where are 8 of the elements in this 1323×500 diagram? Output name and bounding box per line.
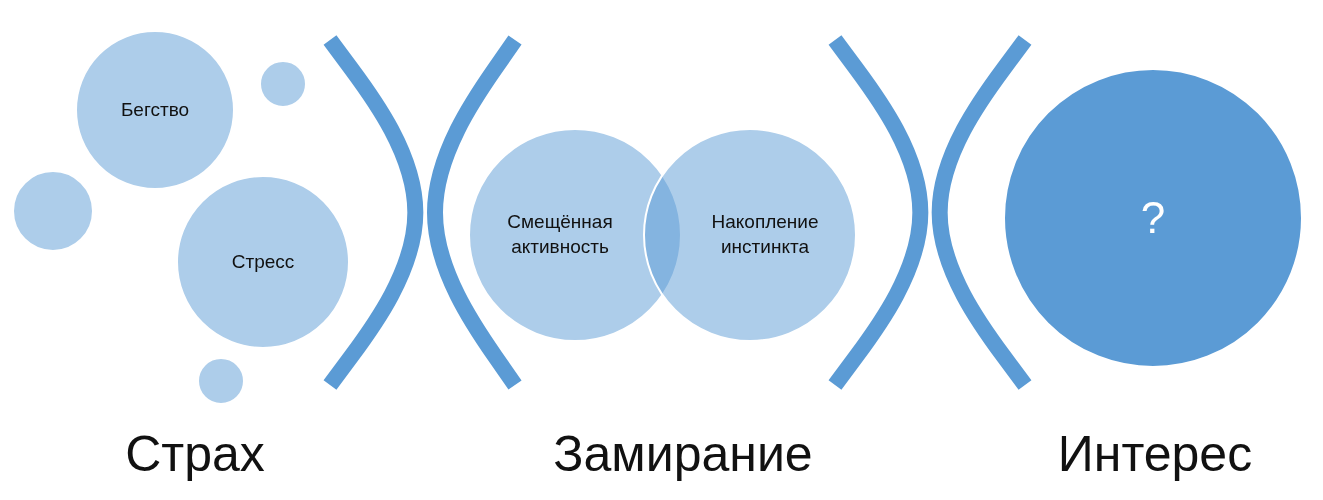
stage-title: Интерес [1057,425,1253,483]
circle-label: Накопление инстинкта [710,210,820,259]
circle-label: Бегство [120,97,190,122]
circle-label: Смещённая активность [506,210,614,259]
stage-title: Страх [125,425,265,483]
circle-label: Стресс [231,249,295,274]
stage-title: Замирание [553,425,813,483]
circle-label: ? [1140,192,1166,245]
